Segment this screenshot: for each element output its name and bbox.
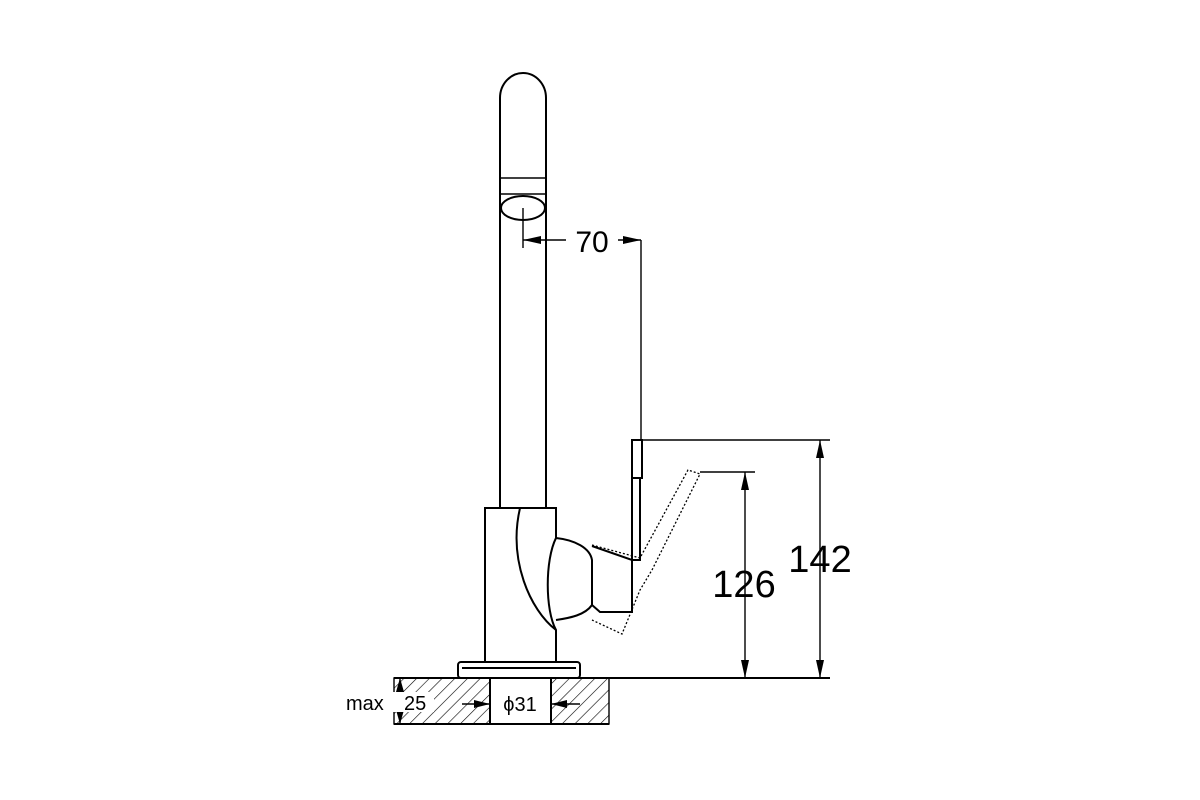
lever-handle-open-position: [591, 469, 701, 635]
hole-diameter-label: ϕ31: [503, 694, 536, 716]
reach-arrow-right: [623, 236, 641, 244]
dimension-total-height: 142: [642, 439, 852, 678]
handle-height-arrow-top: [741, 472, 749, 490]
deck-thickness-prefix: max: [346, 693, 384, 715]
total-height-arrow-bottom: [816, 660, 824, 678]
handle-height-arrow-bottom: [741, 660, 749, 678]
deck-thickness-arrow-top: [396, 678, 404, 692]
lever-handle: [591, 439, 643, 613]
countertop-section: [393, 677, 830, 725]
handle-lever: [591, 477, 641, 613]
hole-arrow-right: [551, 700, 567, 708]
dimension-handle-height: 126: [700, 471, 776, 678]
body-curve-back: [555, 537, 593, 621]
spout-outline: [499, 72, 547, 508]
deck-label-bg: [342, 692, 434, 712]
deck-thickness-arrow-bottom: [396, 710, 404, 724]
body-outline: [484, 507, 557, 662]
spout: [499, 72, 547, 508]
base-ring: [457, 661, 581, 679]
handle-tip: [631, 439, 643, 479]
deck-right-hatch: [550, 677, 610, 725]
handle-height-label: 126: [712, 564, 775, 606]
handle-open-outline: [591, 469, 701, 635]
dimension-spout-reach: 70: [522, 208, 642, 440]
faucet-body: [484, 507, 593, 662]
reach-label: 70: [575, 226, 608, 259]
body-curve-front: [515, 507, 557, 631]
total-height-arrow-top: [816, 440, 824, 458]
deck-thickness-value: 25: [404, 693, 426, 715]
hole-arrow-left: [474, 700, 490, 708]
dimension-hole-diameter: ϕ31: [462, 694, 580, 716]
reach-label-bg: [566, 222, 618, 252]
reach-arrow-left: [523, 236, 541, 244]
base-plate: [457, 661, 581, 679]
total-height-label: 142: [788, 539, 851, 581]
dimension-deck-thickness: max 25: [342, 678, 434, 724]
